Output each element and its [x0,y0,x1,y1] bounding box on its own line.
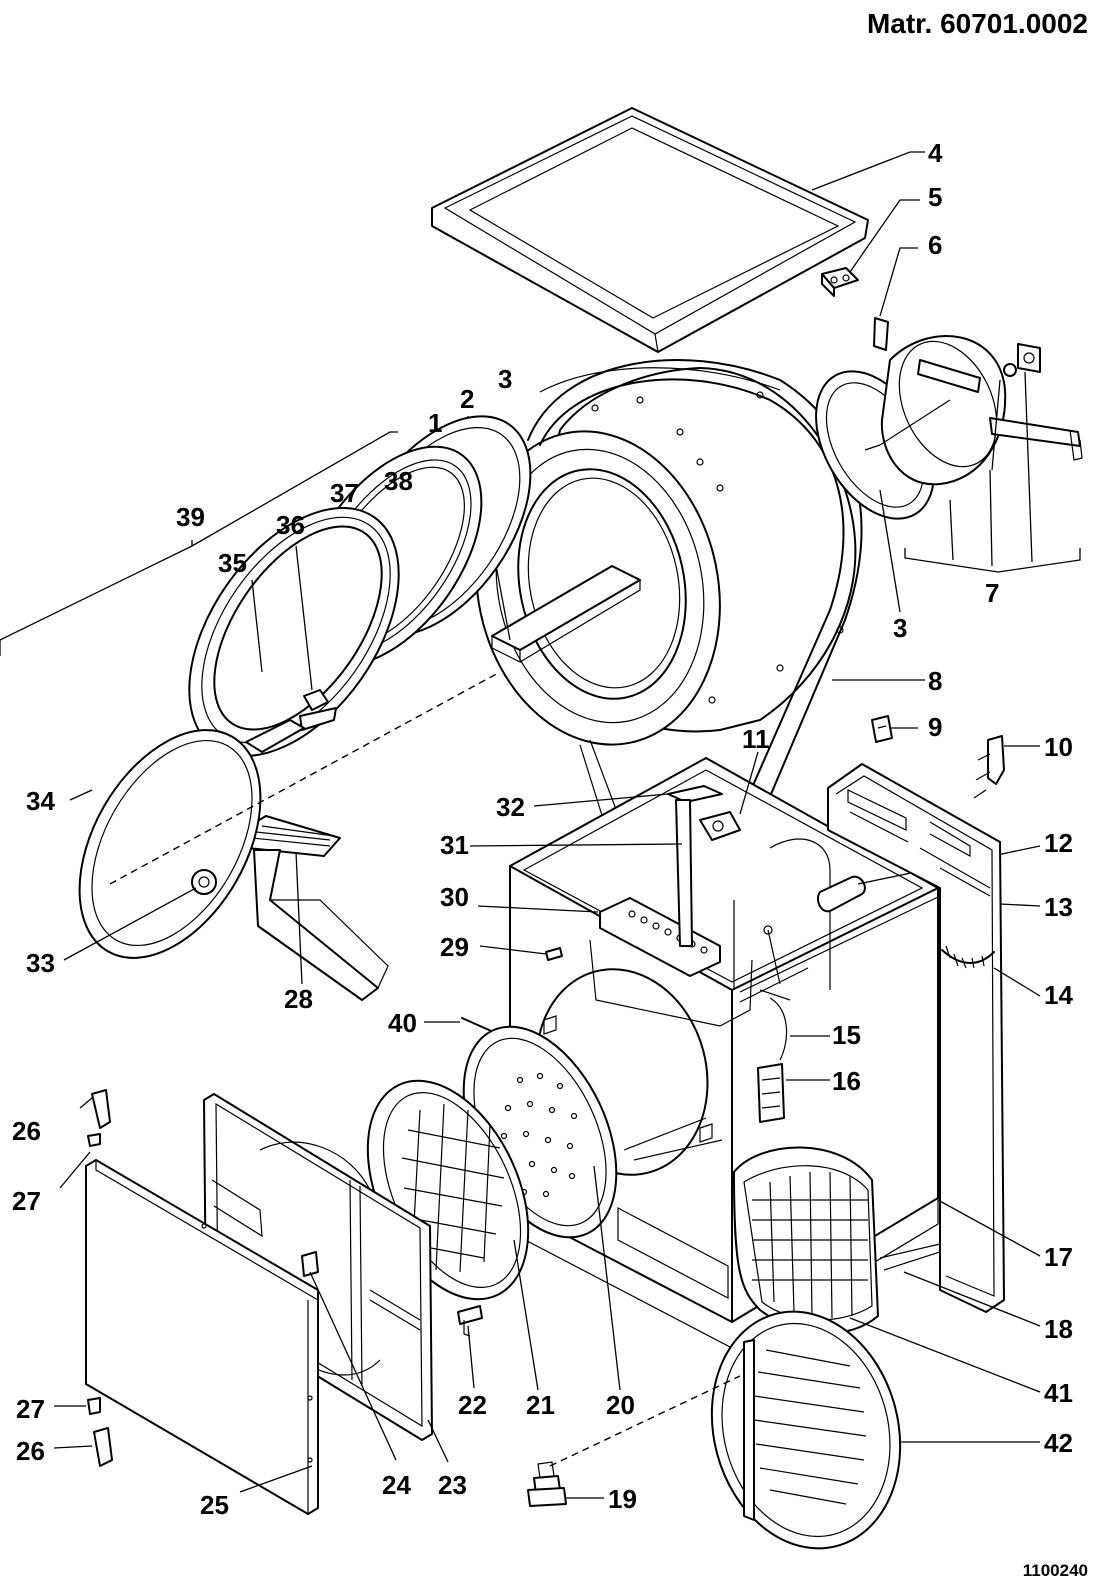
callout-26a: 26 [12,1116,41,1146]
belt-tensioner [667,785,723,947]
lint-filter-insert [241,815,389,1001]
callout-21: 21 [526,1390,555,1420]
callout-25: 25 [200,1490,229,1520]
callout-3b: 3 [893,613,907,643]
callout-9: 9 [928,712,942,742]
motor-switch [699,811,741,841]
callout-33: 33 [26,948,55,978]
callout-16: 16 [832,1066,861,1096]
door-glass-assembly [78,729,262,959]
front-panel [85,1159,319,1515]
callout-30: 30 [440,882,469,912]
thermostat [757,997,788,1123]
rear-grille [710,1310,902,1550]
callout-31: 31 [440,830,469,860]
callout-26b: 26 [16,1436,45,1466]
callout-37: 37 [330,478,359,508]
cable-tie [941,945,995,969]
callout-18: 18 [1044,1314,1073,1344]
door-latch [303,689,329,711]
callout-10: 10 [1044,732,1073,762]
callout-27b: 27 [16,1394,45,1424]
figure-number: 1100240 [1022,1561,1088,1580]
callout-28: 28 [284,984,313,1014]
panel-hinge-bottom [87,1397,113,1467]
rear-bearing-assembly [815,317,1083,520]
callout-20: 20 [606,1390,635,1420]
callout-5: 5 [928,182,942,212]
material-number: Matr. 60701.0002 [866,8,1088,39]
callout-29: 29 [440,932,469,962]
callout-19: 19 [608,1484,637,1514]
drum [475,367,857,746]
hinge-bracket [821,267,859,297]
callout-6: 6 [928,230,942,260]
terminal-block [589,897,753,1027]
callout-34: 34 [26,786,55,816]
door-switch [973,735,1005,799]
callout-27a: 27 [12,1186,41,1216]
callout-38: 38 [384,466,413,496]
callout-12: 12 [1044,828,1073,858]
callout-22: 22 [458,1390,487,1420]
callout-labels: 1 2 3 3 4 5 6 7 8 9 10 11 12 13 14 15 16… [12,138,1073,1520]
callout-42: 42 [1044,1428,1073,1458]
callout-23: 23 [438,1470,467,1500]
callout-17: 17 [1044,1242,1073,1272]
callout-40: 40 [388,1008,417,1038]
callout-14: 14 [1044,980,1073,1010]
callout-7: 7 [985,578,999,608]
callout-1: 1 [428,408,442,438]
callout-13: 13 [1044,892,1073,922]
capacitor [816,875,866,913]
button-knob [301,1251,319,1277]
callout-3a: 3 [498,364,512,394]
callout-8: 8 [928,666,942,696]
drive-belt [527,359,863,821]
callout-2: 2 [460,384,474,414]
door-frame [188,507,400,757]
small-bracket [457,1305,483,1337]
clip [871,715,893,743]
screw [545,947,563,961]
top-cover [431,107,869,353]
callout-4: 4 [928,138,943,168]
callout-35: 35 [218,548,247,578]
callout-11: 11 [742,724,770,754]
panel-hinge-top [87,1089,111,1147]
callout-24: 24 [382,1470,411,1500]
callout-36: 36 [276,510,305,540]
rear-mesh-filter [733,1146,879,1335]
adjustable-foot [527,1461,567,1507]
callout-39: 39 [176,502,205,532]
callout-41: 41 [1044,1378,1073,1408]
side-panel [827,763,1005,1313]
callout-15: 15 [832,1020,861,1050]
callout-32: 32 [496,792,525,822]
